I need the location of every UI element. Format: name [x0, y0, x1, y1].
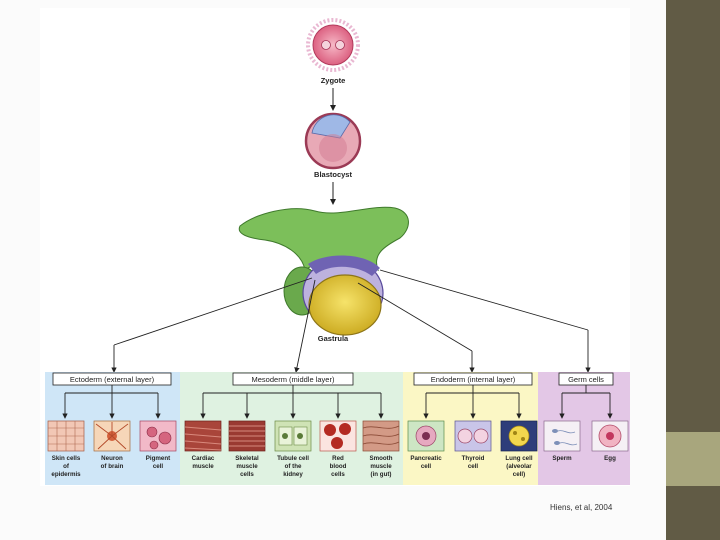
mesoderm-cell-4-label-2: muscle — [370, 463, 392, 470]
endoderm-cell-0-label-1: Pancreatic — [410, 455, 442, 462]
endoderm-cell-2-label-3: cell) — [513, 471, 525, 478]
endoderm-cell-2-label-2: (alveolar — [506, 463, 532, 470]
ectoderm-cell-2-label-1: Pigment — [146, 455, 170, 462]
side-band-accent — [666, 432, 720, 486]
endoderm-cell-1-label-2: cell — [468, 463, 479, 470]
ectoderm-title: Ectoderm (external layer) — [70, 375, 155, 384]
mesoderm-cell-3-label-1: Red — [332, 455, 344, 462]
citation: Hiens, et al, 2004 — [550, 503, 613, 512]
mesoderm-cell-1-label-2: muscle — [236, 463, 258, 470]
figure-svg: Zygote Blastocyst Gastrula Ectoderm (ext… — [45, 18, 630, 485]
smooth-muscle-illustration — [362, 420, 400, 452]
thyroid-cell-illustration — [454, 420, 492, 452]
ectoderm-cell-0-label-2: of — [63, 463, 70, 470]
tubule-cell-illustration — [274, 420, 312, 452]
blastocyst-label: Blastocyst — [314, 170, 352, 179]
endoderm-cell-2-label-1: Lung cell — [505, 455, 532, 462]
red-blood-cells-illustration — [319, 420, 357, 452]
branch-lines — [62, 385, 613, 419]
mesoderm-title: Mesoderm (middle layer) — [252, 375, 335, 384]
egg-illustration — [591, 420, 629, 452]
mesoderm-cell-0-label-1: Cardiac — [192, 455, 215, 462]
germ-cell-0-label-1: Sperm — [552, 455, 572, 462]
skin-cells-illustration — [47, 420, 85, 452]
skeletal-muscle-illustration — [228, 420, 266, 452]
mesoderm-cell-1-label-3: cells — [240, 471, 254, 478]
gastrula-illustration — [238, 206, 409, 336]
mesoderm-cell-4-label-1: Smooth — [369, 455, 392, 462]
mesoderm-cell-4-label-3: (in gut) — [371, 471, 392, 478]
ectoderm-cell-1-label-1: Neuron — [101, 455, 123, 462]
mesoderm-cell-2-label-1: Tubule cell — [277, 455, 309, 462]
gastrula-label: Gastrula — [318, 334, 349, 343]
zygote-illustration — [306, 18, 360, 72]
germ-title: Germ cells — [568, 375, 604, 384]
endoderm-title: Endoderm (internal layer) — [431, 375, 516, 384]
ectoderm-cell-2-label-2: cell — [153, 463, 164, 470]
mesoderm-cell-0-label-2: muscle — [192, 463, 214, 470]
endoderm-cell-1-label-1: Thyroid — [462, 455, 485, 462]
embryo-differentiation-figure: Zygote Blastocyst Gastrula Ectoderm (ext… — [40, 8, 630, 486]
neuron-illustration — [93, 420, 131, 452]
ectoderm-cell-0-label-3: epidermis — [51, 471, 81, 478]
mesoderm-cell-3-label-2: blood — [330, 463, 347, 470]
endoderm-cell-0-label-2: cell — [421, 463, 432, 470]
cardiac-muscle-illustration — [184, 420, 222, 452]
zygote-label: Zygote — [321, 76, 346, 85]
sperm-illustration — [543, 420, 581, 452]
mesoderm-cell-2-label-2: of the — [285, 463, 302, 470]
germ-cell-1-label-1: Egg — [604, 455, 616, 462]
blastocyst-illustration — [304, 112, 362, 170]
pancreatic-cell-illustration — [407, 420, 445, 452]
connector-lines — [111, 269, 591, 373]
mesoderm-cell-3-label-3: cells — [331, 471, 345, 478]
mesoderm-cell-2-label-3: kidney — [283, 471, 303, 478]
ectoderm-cell-0-label-1: Skin cells — [52, 455, 81, 462]
mesoderm-cell-1-label-1: Skeletal — [235, 455, 259, 462]
lung-cell-illustration — [500, 420, 538, 452]
pigment-cell-illustration — [139, 420, 177, 452]
ectoderm-cell-1-label-2: of brain — [101, 463, 124, 470]
